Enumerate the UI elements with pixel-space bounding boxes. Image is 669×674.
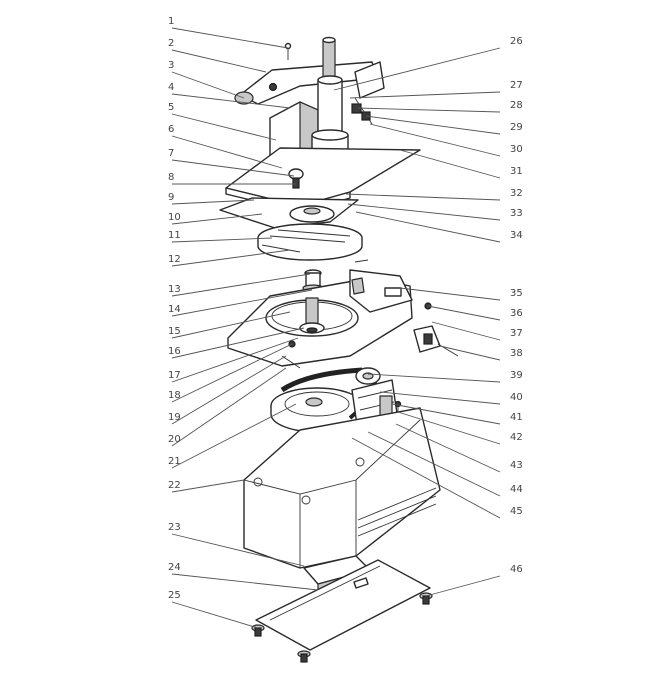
callout-leader-39 xyxy=(367,373,501,383)
callout-label-32: 32 xyxy=(510,188,523,199)
callout-label-4: 4 xyxy=(168,82,174,93)
callout-label-23: 23 xyxy=(168,522,181,533)
callout-label-40: 40 xyxy=(510,392,523,403)
callout-leader-16 xyxy=(171,327,305,359)
callout-label-12: 12 xyxy=(168,254,181,265)
callout-leader-24 xyxy=(171,573,319,591)
callout-leader-26 xyxy=(333,47,501,91)
callout-leader-6 xyxy=(171,135,283,169)
callout-leader-37 xyxy=(431,321,501,341)
callout-leader-20 xyxy=(171,367,287,447)
callout-label-42: 42 xyxy=(510,432,523,443)
callout-label-19: 19 xyxy=(168,412,181,423)
callout-leader-13 xyxy=(171,273,311,297)
callout-label-33: 33 xyxy=(510,208,523,219)
callout-label-27: 27 xyxy=(510,80,523,91)
callout-label-8: 8 xyxy=(168,172,174,183)
callout-leader-45 xyxy=(351,437,501,519)
callout-leader-5 xyxy=(171,113,277,141)
callout-leader-17 xyxy=(171,337,299,383)
callout-label-37: 37 xyxy=(510,328,523,339)
callout-label-28: 28 xyxy=(510,100,523,111)
callout-label-20: 20 xyxy=(168,434,181,445)
callout-leader-38 xyxy=(439,345,501,361)
callout-leader-30 xyxy=(369,123,501,157)
belt-drive-assembly xyxy=(270,367,402,436)
callout-label-45: 45 xyxy=(510,506,523,517)
callout-label-43: 43 xyxy=(510,460,523,471)
callout-leader-2 xyxy=(171,49,267,73)
callout-leader-35 xyxy=(399,287,501,301)
callout-leader-4 xyxy=(171,93,291,109)
callout-label-35: 35 xyxy=(510,288,523,299)
callout-leader-43 xyxy=(395,423,501,473)
callout-label-21: 21 xyxy=(168,456,181,467)
callout-leader-9 xyxy=(171,199,255,205)
callout-label-16: 16 xyxy=(168,346,181,357)
callout-leader-44 xyxy=(367,431,501,497)
callout-label-44: 44 xyxy=(510,484,523,495)
callout-leader-22 xyxy=(171,479,245,493)
callout-leader-40 xyxy=(379,391,501,405)
callout-leader-11 xyxy=(171,237,273,243)
callout-labels: 1234567891011121314151617181920212223242… xyxy=(168,16,523,601)
pusher-lever-assembly xyxy=(225,36,421,213)
callout-leader-32 xyxy=(345,193,501,201)
callout-label-46: 46 xyxy=(510,564,523,575)
callout-label-1: 1 xyxy=(168,16,174,27)
callout-label-38: 38 xyxy=(510,348,523,359)
callout-label-39: 39 xyxy=(510,370,523,381)
callout-leader-46 xyxy=(425,575,501,597)
hopper-bowl-assembly xyxy=(227,259,459,369)
callout-leader-31 xyxy=(399,149,501,179)
base-housing xyxy=(243,407,441,595)
callout-label-14: 14 xyxy=(168,304,181,315)
callout-leader-25 xyxy=(171,601,259,629)
callout-leader-1 xyxy=(171,27,289,49)
callout-leader-42 xyxy=(397,411,501,445)
callout-leader-21 xyxy=(171,403,297,469)
callout-leader-28 xyxy=(357,107,501,113)
callout-label-18: 18 xyxy=(168,390,181,401)
callout-label-10: 10 xyxy=(168,212,181,223)
callout-label-29: 29 xyxy=(510,122,523,133)
callout-label-6: 6 xyxy=(168,124,174,135)
callout-label-31: 31 xyxy=(510,166,523,177)
callout-leader-36 xyxy=(427,305,501,321)
callout-leader-lines xyxy=(171,27,501,629)
callout-label-11: 11 xyxy=(168,230,181,241)
callout-leader-3 xyxy=(171,71,245,99)
callout-leader-14 xyxy=(171,289,313,317)
callout-label-36: 36 xyxy=(510,308,523,319)
callout-label-13: 13 xyxy=(168,284,181,295)
callout-label-41: 41 xyxy=(510,412,523,423)
callout-leader-12 xyxy=(171,249,291,267)
callout-leader-18 xyxy=(171,343,293,403)
callout-leader-29 xyxy=(365,115,501,135)
callout-label-3: 3 xyxy=(168,60,174,71)
callout-label-34: 34 xyxy=(510,230,523,241)
callout-label-24: 24 xyxy=(168,562,181,573)
callout-leader-33 xyxy=(347,203,501,221)
callout-leader-27 xyxy=(349,91,501,99)
callout-label-5: 5 xyxy=(168,102,174,113)
callout-leader-15 xyxy=(171,311,291,339)
callout-label-2: 2 xyxy=(168,38,174,49)
callout-leader-7 xyxy=(171,159,295,177)
callout-label-22: 22 xyxy=(168,480,181,491)
callout-label-30: 30 xyxy=(510,144,523,155)
cutter-disc-assembly xyxy=(219,197,363,261)
callout-leader-23 xyxy=(171,533,305,567)
callout-label-9: 9 xyxy=(168,192,174,203)
callout-label-7: 7 xyxy=(168,148,174,159)
callout-label-15: 15 xyxy=(168,326,181,337)
callout-leader-10 xyxy=(171,213,263,225)
callout-leader-34 xyxy=(355,211,501,243)
callout-leader-41 xyxy=(391,403,501,425)
callout-label-26: 26 xyxy=(510,36,523,47)
callout-label-25: 25 xyxy=(168,590,181,601)
callout-label-17: 17 xyxy=(168,370,181,381)
callout-leader-19 xyxy=(171,355,287,425)
